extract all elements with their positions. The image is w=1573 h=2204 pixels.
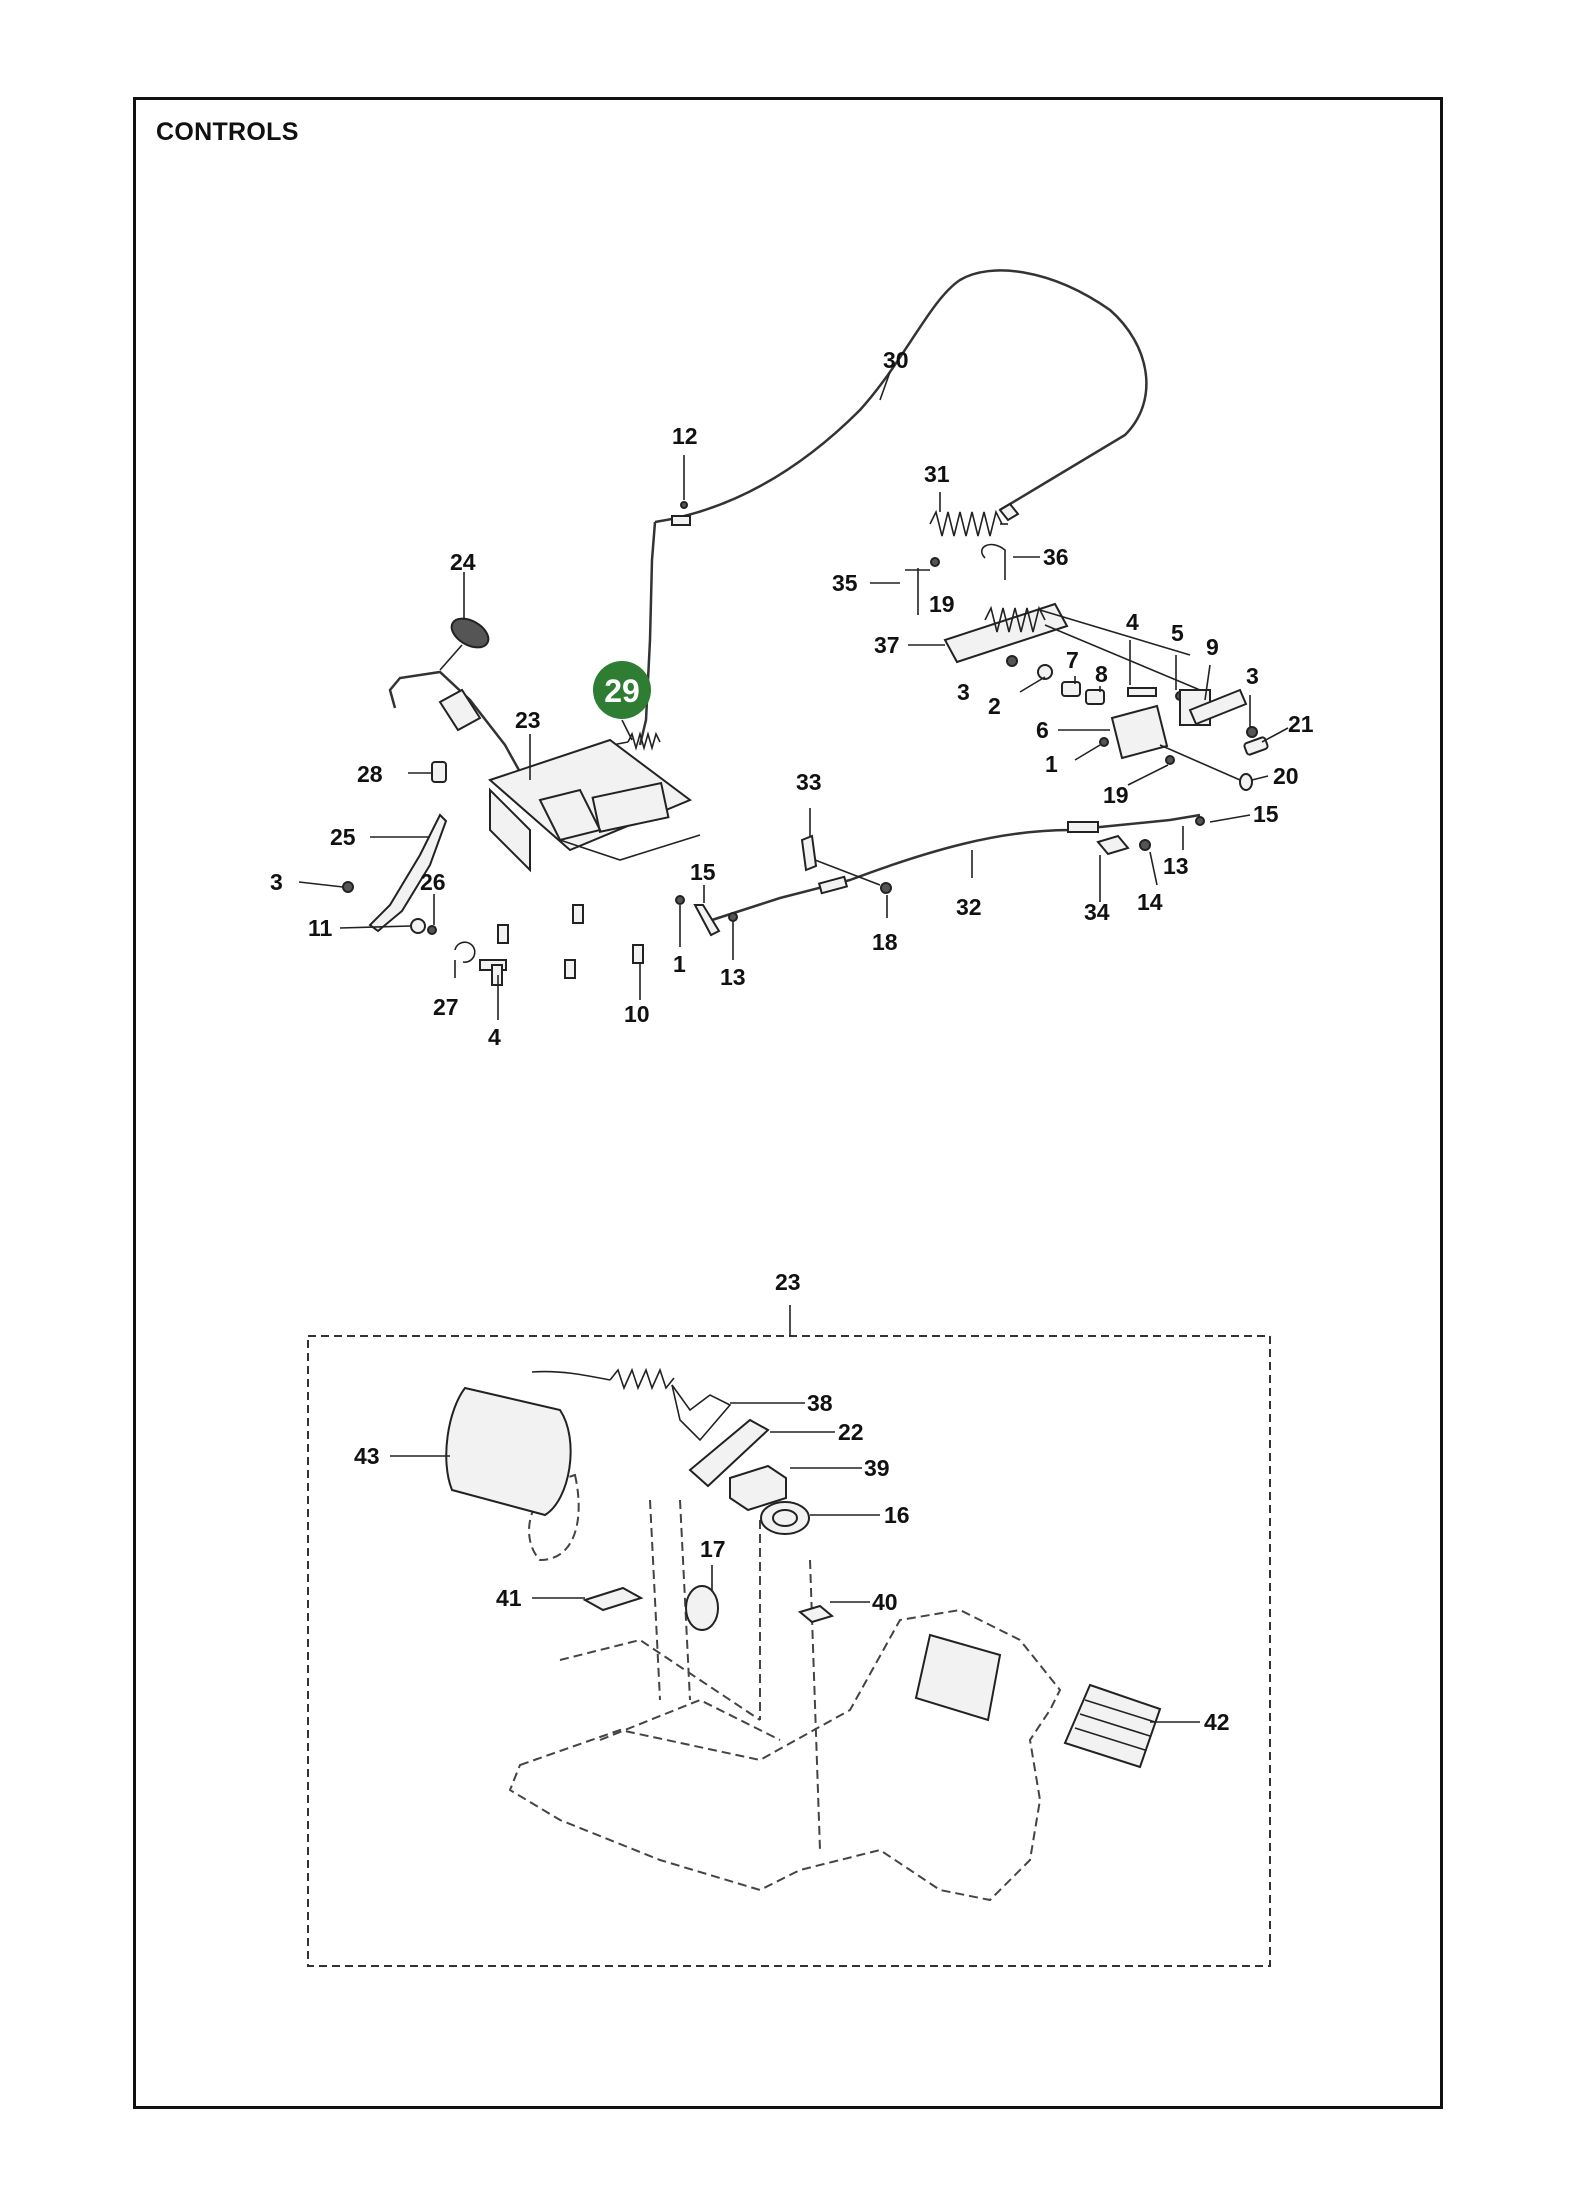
- label-36: 36: [1043, 544, 1069, 570]
- cable-32-fitting: [817, 875, 849, 895]
- bushing-17: [685, 1585, 719, 1631]
- plate-41: [582, 1586, 644, 1612]
- bracket-22: [688, 1418, 770, 1488]
- page-title: CONTROLS: [156, 118, 299, 146]
- label-23: 23: [515, 707, 541, 733]
- label-12: 12: [672, 423, 698, 449]
- label-5: 5: [1171, 620, 1184, 646]
- nut-12: [680, 501, 688, 509]
- label-15b: 15: [1253, 801, 1279, 827]
- spring-31: [929, 509, 1008, 537]
- label-19a: 19: [929, 591, 955, 617]
- label-7: 7: [1066, 647, 1079, 673]
- label-3c: 3: [1246, 663, 1259, 689]
- hardware-left: [342, 881, 507, 986]
- cap-28: [431, 761, 447, 783]
- bolts-10: [497, 904, 644, 979]
- label-6: 6: [1036, 717, 1049, 743]
- label-15a: 15: [690, 859, 716, 885]
- label-18: 18: [872, 929, 898, 955]
- cable-30-drop: [638, 521, 657, 746]
- nut-1: [675, 895, 685, 905]
- label-26: 26: [420, 869, 446, 895]
- label-37: 37: [874, 632, 900, 658]
- cable-32: [711, 813, 1201, 922]
- bracket-34: [1096, 834, 1130, 856]
- label-39: 39: [864, 1455, 890, 1481]
- linkage-right: [905, 543, 1269, 826]
- label-22: 22: [838, 1419, 864, 1445]
- cable-30: [654, 269, 1148, 524]
- pedal-assembly-23: [388, 670, 701, 873]
- leaders-lower: [390, 1402, 1200, 1723]
- label-41: 41: [496, 1585, 522, 1611]
- bolt-14: [1139, 839, 1151, 851]
- label-3b: 3: [957, 679, 970, 705]
- block-39: [729, 1464, 787, 1512]
- callout-29-label: 29: [604, 673, 640, 709]
- label-13a: 13: [720, 964, 746, 990]
- label-20: 20: [1273, 763, 1299, 789]
- bolt-18: [880, 882, 892, 894]
- label-28: 28: [357, 761, 383, 787]
- label-34: 34: [1084, 899, 1110, 925]
- label-17: 17: [700, 1536, 726, 1562]
- label-1b: 1: [1045, 751, 1058, 777]
- label-3a: 3: [270, 869, 283, 895]
- cable-32-end: [1067, 821, 1099, 833]
- detail-spring: [609, 1367, 675, 1391]
- label-13b: 13: [1163, 853, 1189, 879]
- leaders-upper: [298, 371, 1289, 1020]
- cable-30-end: [998, 502, 1020, 522]
- label-25: 25: [330, 824, 356, 850]
- label-9: 9: [1206, 634, 1219, 660]
- clip-40: [797, 1604, 835, 1624]
- label-42: 42: [1204, 1709, 1230, 1735]
- nut-13: [728, 912, 738, 922]
- label-4b: 4: [488, 1024, 501, 1050]
- label-10: 10: [624, 1001, 650, 1027]
- ghost-chassis: [508, 1608, 1062, 1902]
- label-40: 40: [872, 1589, 898, 1615]
- ghost-posts: [649, 1499, 821, 1851]
- detail-group-label: 23: [775, 1269, 801, 1295]
- label-27: 27: [433, 994, 459, 1020]
- label-4a: 4: [1126, 609, 1139, 635]
- ghost-detail: [559, 1638, 781, 1741]
- detail-group-23: 23: [307, 1269, 1271, 1967]
- label-35: 35: [832, 570, 858, 596]
- label-33: 33: [796, 769, 822, 795]
- label-16: 16: [884, 1502, 910, 1528]
- label-19b: 19: [1103, 782, 1129, 808]
- page-frame: [133, 97, 1443, 2109]
- bracket-33: [800, 834, 818, 872]
- ribbed-pedal: [914, 1633, 1002, 1722]
- label-21: 21: [1288, 711, 1314, 737]
- label-43: 43: [354, 1443, 380, 1469]
- callout-29: 29: [593, 661, 651, 741]
- label-8: 8: [1095, 661, 1108, 687]
- pad-42: [1063, 1683, 1162, 1769]
- label-1: 1: [673, 951, 686, 977]
- label-38: 38: [807, 1390, 833, 1416]
- cable-end-12: [671, 515, 691, 526]
- knob-24: [439, 617, 490, 671]
- label-14: 14: [1137, 889, 1163, 915]
- label-2: 2: [988, 693, 1001, 719]
- grip-43: [445, 1386, 572, 1517]
- label-24: 24: [450, 549, 476, 575]
- label-32: 32: [956, 894, 982, 920]
- ball-joint-15: [693, 904, 721, 937]
- arm-25: [368, 813, 448, 933]
- detail-frame: [307, 1335, 1271, 1967]
- labels-upper: 30 12 31 36 35 19 37 4 5 9 7 8 3 3 2 21 …: [270, 347, 1314, 1050]
- label-30: 30: [883, 347, 909, 373]
- label-11: 11: [308, 915, 333, 941]
- wire-38: [671, 1384, 732, 1442]
- label-31: 31: [924, 461, 950, 487]
